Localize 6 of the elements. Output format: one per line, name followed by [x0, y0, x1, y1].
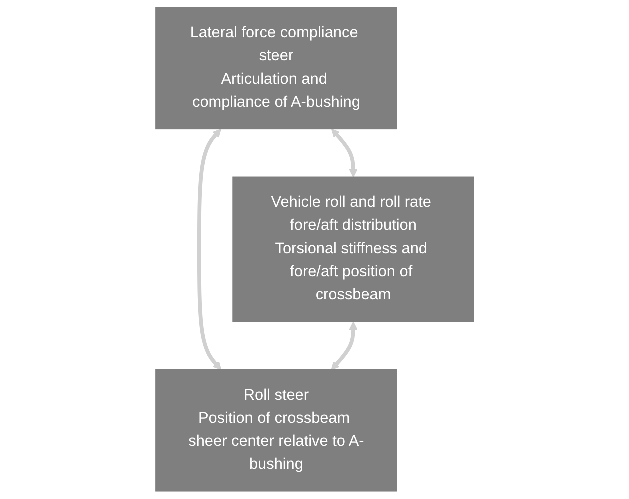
arrow — [331, 128, 358, 178]
arrow — [196, 128, 222, 370]
node-box: Vehicle roll and roll rate fore/aft distribution Torsional stiffness and fore/aft position of crossbeam — [232, 176, 474, 322]
arrow — [330, 322, 358, 370]
node-box: Roll steer Position of crossbeam sheer center relative to A-bushing — [155, 369, 397, 492]
node-box: Lateral force compliance steer Articulation and compliance of A-bushing — [155, 7, 397, 130]
